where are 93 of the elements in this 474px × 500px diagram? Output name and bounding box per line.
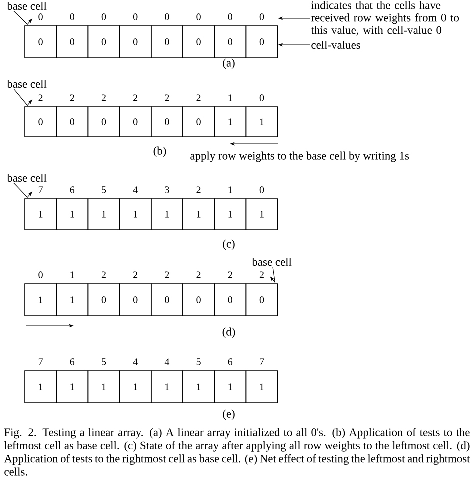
array-cell: 1 <box>246 198 278 230</box>
panel-label: (c) <box>223 240 235 250</box>
array-cell: 0 <box>182 106 215 138</box>
row-weight: 2 <box>102 94 106 102</box>
array-cell: 0 <box>88 284 120 316</box>
caption: Fig. 2. Testing a linear array. (a) A linear array initialized to all 0's. (b) Application of tests to the leftmost cell as base cell. (c) State of the array after applying all row weights to the leftmost cell. (d) Application of tests to the rightmost cell as base cell. (e) Net effect of testing the leftmost and rightmost cells. <box>4 428 470 476</box>
panel-label: (b) <box>154 146 166 158</box>
array-cell: 0 <box>182 26 215 58</box>
row-weight: 0 <box>228 14 233 20</box>
row-weight: 2 <box>228 272 232 278</box>
array-cell: 1 <box>151 198 184 230</box>
array-cell: 0 <box>119 106 152 138</box>
row-weight: 7 <box>38 358 43 366</box>
row-weight: 0 <box>196 14 201 20</box>
row-weight: 2 <box>134 94 138 102</box>
panel-label: (d) <box>222 328 236 338</box>
panel-label: (e) <box>223 410 235 420</box>
array-cell: 0 <box>56 106 89 138</box>
array-cell: 1 <box>56 198 89 230</box>
array-cell: 1 <box>119 198 152 230</box>
row-weight: 1 <box>228 186 232 194</box>
row-weight: 5 <box>102 186 106 194</box>
note-text: apply row weights to the base cell by writing 1s <box>190 152 410 162</box>
row-weight: 2 <box>165 94 170 102</box>
row-weight: 1 <box>228 94 232 102</box>
base-cell-label: base cell <box>7 174 47 182</box>
row-weight: 3 <box>165 186 170 194</box>
array-cell: 1 <box>56 370 89 404</box>
array-cell: 1 <box>88 198 120 230</box>
row-weight: 2 <box>196 186 201 194</box>
row-weight: 1 <box>70 272 74 278</box>
array-cell: 0 <box>88 106 120 138</box>
leader-line <box>270 266 276 284</box>
array-cell: 1 <box>24 370 57 404</box>
array-cell: 1 <box>214 370 247 404</box>
row-weight: 2 <box>165 272 170 278</box>
array-cell: 0 <box>151 26 184 58</box>
array-cell: 0 <box>24 106 57 138</box>
array-cell: 1 <box>246 370 278 404</box>
row-weight: 0 <box>165 14 170 20</box>
array-cell: 1 <box>119 370 152 404</box>
array-cell: 0 <box>119 284 152 316</box>
row-weight: 0 <box>260 94 264 102</box>
array-cell: 1 <box>214 198 247 230</box>
array-cell: 1 <box>88 370 120 404</box>
array-cell: 1 <box>24 198 57 230</box>
row-weight: 2 <box>196 94 201 102</box>
array-cell: 1 <box>182 198 215 230</box>
row-weight: 2 <box>70 94 74 102</box>
base-cell-label: base cell <box>252 258 292 266</box>
array-cell: 0 <box>246 26 278 58</box>
array-cell: 1 <box>182 370 215 404</box>
row-weight: 4 <box>133 186 138 194</box>
base-cell-label: base cell <box>7 80 47 88</box>
row-weight: 2 <box>102 272 106 278</box>
row-weight: 6 <box>70 186 75 194</box>
row-weight: 5 <box>102 358 106 366</box>
array-cell: 1 <box>56 284 89 316</box>
row-weight: 2 <box>260 272 264 278</box>
row-weight: 0 <box>38 272 43 278</box>
row-weight: 2 <box>134 272 138 278</box>
row-weight: 0 <box>70 14 75 20</box>
array-cell: 1 <box>246 106 278 138</box>
array-cell: 0 <box>56 26 89 58</box>
row-weight: 2 <box>38 94 43 102</box>
base-cell-label: base cell <box>7 2 47 10</box>
array-cell: 0 <box>214 284 247 316</box>
row-weight: 4 <box>133 358 138 366</box>
array-cell: 0 <box>119 26 152 58</box>
array-cell: 0 <box>88 26 120 58</box>
row-weight: 7 <box>38 186 43 194</box>
row-weight: 0 <box>260 14 264 20</box>
row-weight: 6 <box>70 358 75 366</box>
array-cell: 0 <box>151 284 184 316</box>
row-weight: 5 <box>196 358 201 366</box>
row-weight: 0 <box>260 186 264 194</box>
array-cell: 0 <box>24 26 57 58</box>
panel-label: (a) <box>223 58 235 70</box>
row-weight: 0 <box>38 14 43 20</box>
array-cell: 0 <box>182 284 215 316</box>
array-cell: 0 <box>246 284 278 316</box>
row-weight: 0 <box>133 14 138 20</box>
array-cell: 1 <box>214 106 247 138</box>
array-cell: 1 <box>24 284 57 316</box>
row-weight: 2 <box>196 272 201 278</box>
annotation-text: cell-values <box>312 40 360 50</box>
array-cell: 0 <box>214 26 247 58</box>
row-weight: 7 <box>260 358 264 366</box>
array-cell: 0 <box>151 106 184 138</box>
row-weight: 4 <box>164 358 170 366</box>
array-cell: 1 <box>151 370 184 404</box>
row-weight: 0 <box>102 14 106 20</box>
row-weight: 6 <box>228 358 233 366</box>
